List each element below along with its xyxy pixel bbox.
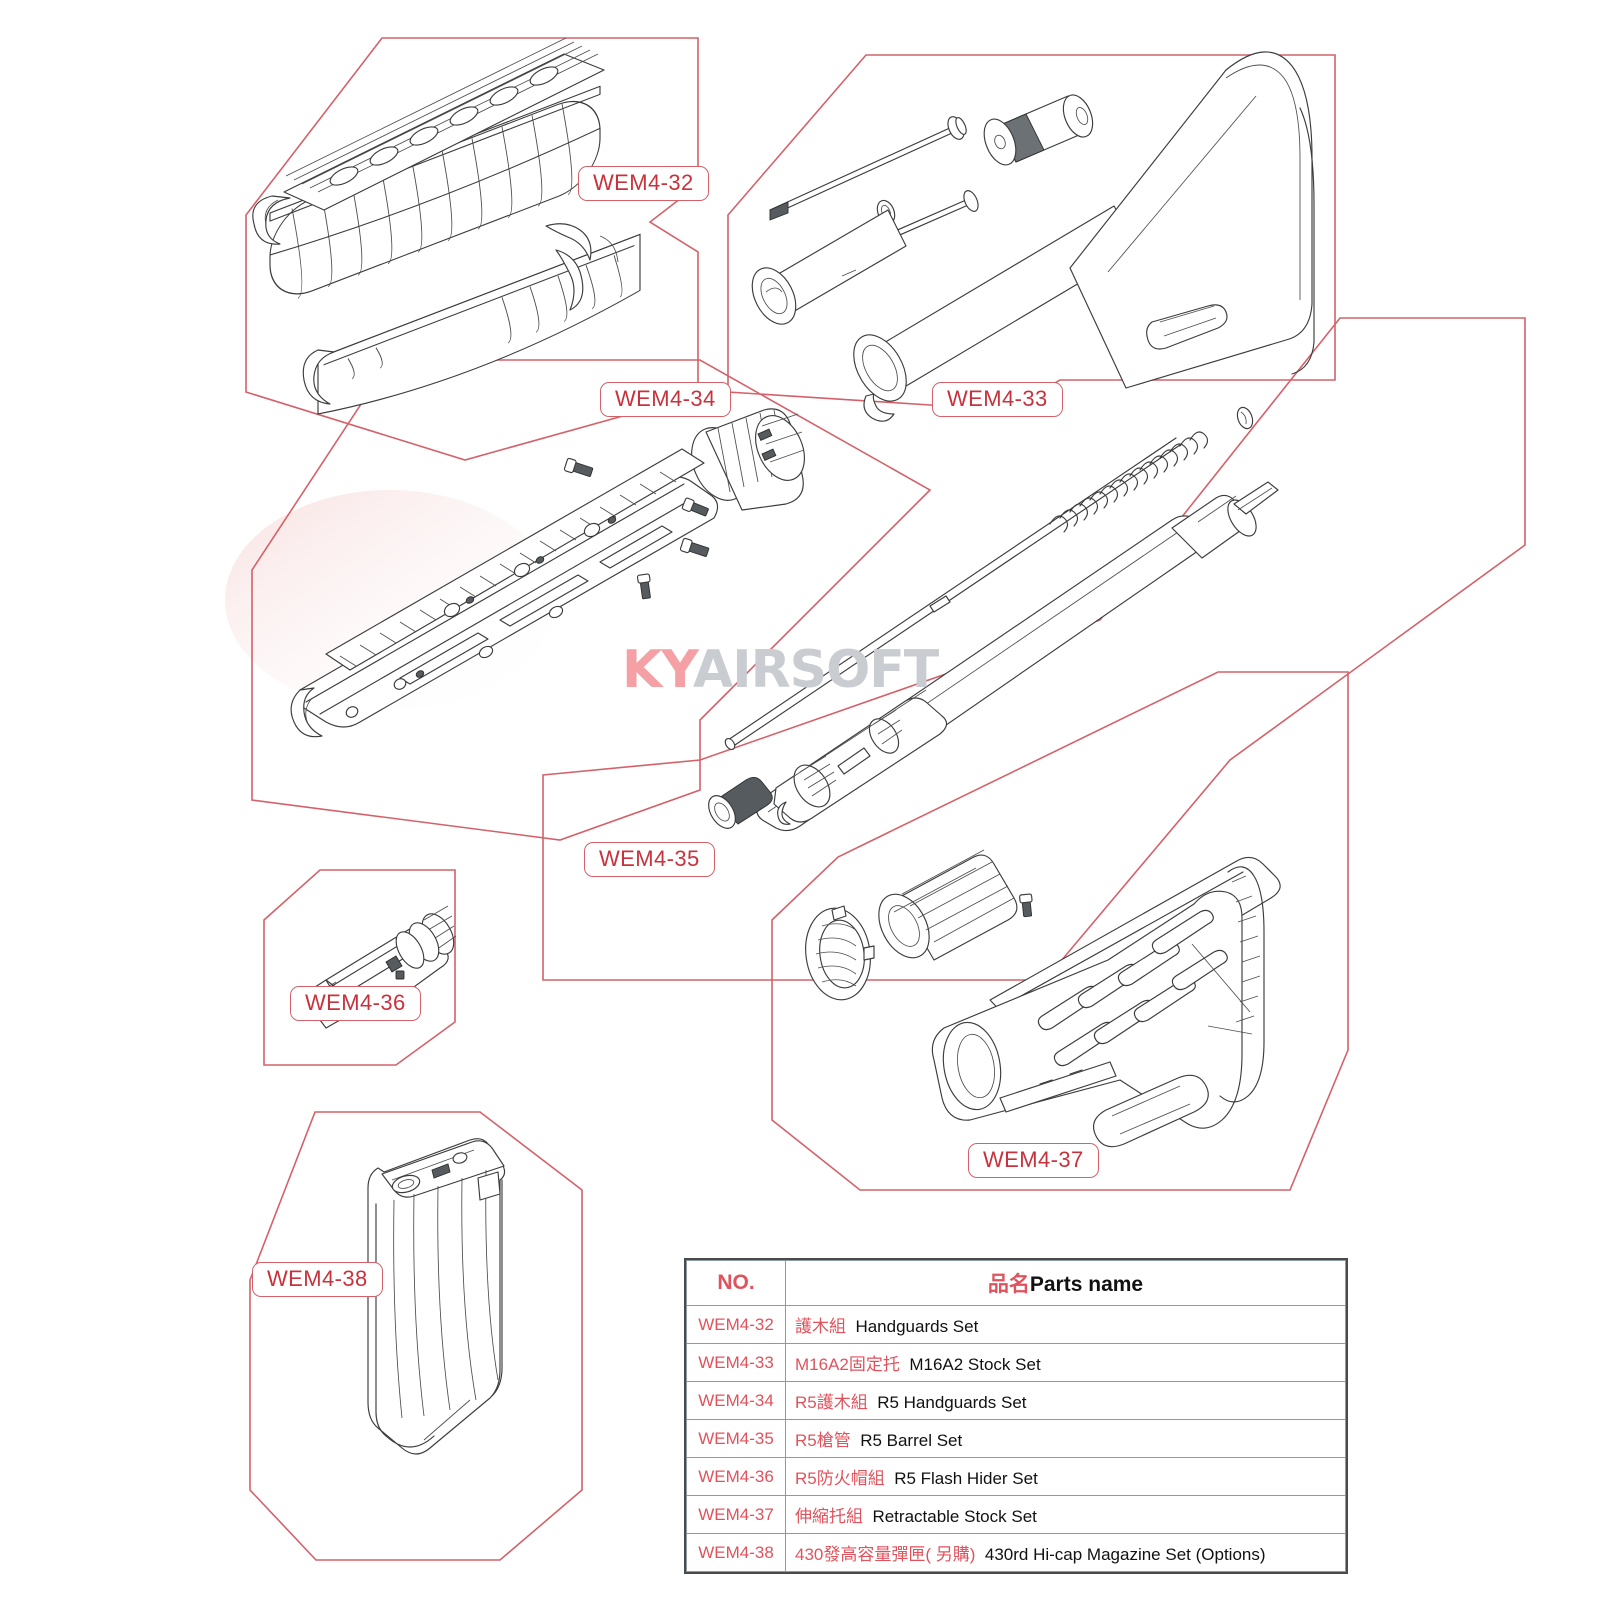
row-part-name: M16A2固定托 M16A2 Stock Set	[785, 1343, 1346, 1382]
header-parts-name-en: Parts name	[1029, 1273, 1144, 1296]
part-m16a2-stock-set	[751, 51, 1315, 422]
row-part-name-zh: M16A2固定托	[795, 1355, 900, 1374]
m16a2-buttstock	[1069, 51, 1315, 389]
row-part-name-en: 430rd Hi-cap Magazine Set (Options)	[984, 1545, 1266, 1564]
region-wem4-37	[771, 671, 1349, 1191]
row-part-name-en: M16A2 Stock Set	[909, 1355, 1041, 1374]
row-part-name-zh: 伸縮托組	[795, 1507, 863, 1526]
row-part-name-en: Retractable Stock Set	[872, 1507, 1037, 1526]
row-part-number: WEM4-33	[686, 1343, 786, 1382]
row-part-name: R5護木組 R5 Handguards Set	[785, 1381, 1346, 1420]
part-handguards-set	[252, 37, 641, 415]
part-r5-handguards-set	[290, 408, 805, 738]
rail-screws	[563, 457, 710, 600]
header-parts-name-zh: 品名	[987, 1273, 1030, 1296]
callout-wem4-34[interactable]: WEM4-34	[600, 382, 731, 417]
row-part-number: WEM4-36	[686, 1457, 786, 1496]
callout-wem4-32[interactable]: WEM4-32	[578, 166, 709, 201]
row-part-name-en: Handguards Set	[855, 1317, 979, 1336]
row-part-name: 伸縮托組 Retractable Stock Set	[785, 1495, 1346, 1534]
row-part-name-zh: R5防火帽組	[795, 1469, 885, 1488]
region-wem4-35	[542, 317, 1526, 981]
table-header-row: NO. 品名Parts name	[686, 1260, 1346, 1306]
row-part-name: 430發高容量彈匣( 另購) 430rd Hi-cap Magazine Set…	[785, 1533, 1346, 1572]
row-part-name-zh: R5護木組	[795, 1393, 868, 1412]
callout-wem4-36[interactable]: WEM4-36	[290, 986, 421, 1021]
row-part-name: 護木組 Handguards Set	[785, 1305, 1346, 1344]
row-part-name-en: R5 Flash Hider Set	[894, 1469, 1038, 1488]
row-part-number: WEM4-32	[686, 1305, 786, 1344]
callout-wem4-35[interactable]: WEM4-35	[584, 842, 715, 877]
row-part-number: WEM4-34	[686, 1381, 786, 1420]
row-part-name-zh: 430發高容量彈匣( 另購)	[795, 1545, 976, 1564]
region-wem4-38	[249, 1111, 583, 1561]
callout-wem4-38[interactable]: WEM4-38	[252, 1262, 383, 1297]
part-r5-barrel-set	[681, 406, 1279, 832]
header-no: NO.	[686, 1260, 786, 1306]
row-part-name-en: R5 Barrel Set	[860, 1431, 963, 1450]
row-part-name-zh: 護木組	[795, 1317, 846, 1336]
callout-wem4-33[interactable]: WEM4-33	[932, 382, 1063, 417]
part-hicap-magazine	[367, 1138, 506, 1455]
r5-rail-tube	[290, 448, 719, 738]
region-wem4-36	[263, 869, 456, 1066]
row-part-number: WEM4-37	[686, 1495, 786, 1534]
row-part-name: R5槍管 R5 Barrel Set	[785, 1419, 1346, 1458]
callout-wem4-37[interactable]: WEM4-37	[968, 1143, 1099, 1178]
row-part-name-en: R5 Handguards Set	[877, 1393, 1027, 1412]
region-wem4-32	[245, 37, 699, 461]
header-parts-name: 品名Parts name	[785, 1260, 1346, 1306]
row-part-number: WEM4-35	[686, 1419, 786, 1458]
row-part-number: WEM4-38	[686, 1533, 786, 1572]
row-part-name-zh: R5槍管	[795, 1431, 851, 1450]
car-stock-body	[931, 866, 1265, 1148]
region-wem4-33	[727, 54, 1336, 411]
inner-barrel	[724, 437, 1181, 751]
part-retractable-stock-set	[805, 849, 1281, 1148]
hop-up-unit	[773, 689, 948, 825]
row-part-name: R5防火帽組 R5 Flash Hider Set	[785, 1457, 1346, 1496]
